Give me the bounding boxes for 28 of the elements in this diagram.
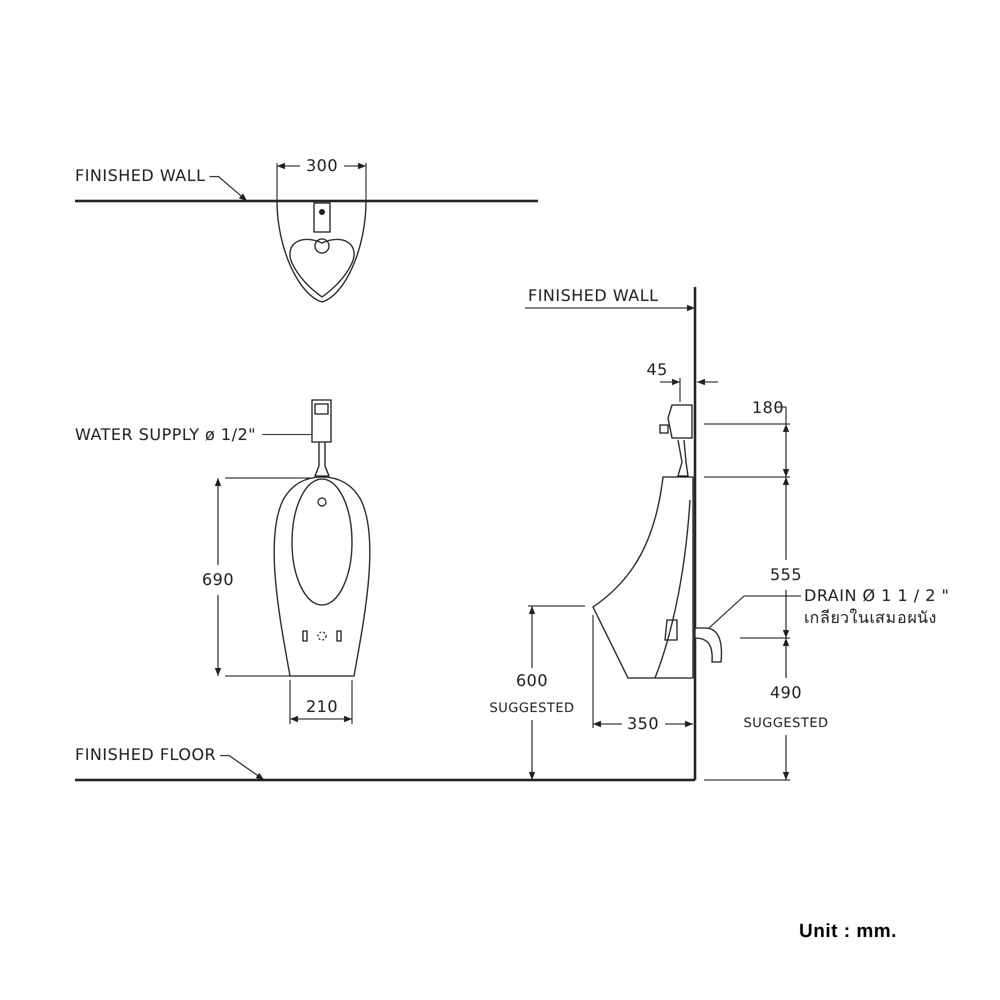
floor-label: FINISHED FLOOR <box>75 744 216 765</box>
dimension-value: 45 <box>646 360 668 380</box>
wall-line <box>75 200 538 202</box>
dimension-value: 180 <box>752 398 784 418</box>
leader-line <box>220 755 264 780</box>
drain-label: DRAIN Ø 1 1 / 2 " <box>804 585 950 607</box>
dimension-value: 350 <box>627 714 660 734</box>
dimension-value: 490 <box>770 683 802 703</box>
leader-line <box>210 176 248 202</box>
note-text: เกลียวในเสมอผนัง <box>804 607 938 629</box>
leader-line <box>708 595 801 628</box>
dimension-value: 210 <box>306 697 338 717</box>
note-text: SUGGESTED <box>744 715 829 733</box>
dimension-value: 300 <box>306 156 338 176</box>
leader-line <box>525 304 695 312</box>
note-text: SUGGESTED <box>490 700 575 718</box>
dimension-value: 555 <box>770 565 802 585</box>
floor-line <box>75 778 695 782</box>
wall-label: FINISHED WALL <box>75 165 206 186</box>
drain-pipe-drawing <box>694 627 722 663</box>
water-supply-label: WATER SUPPLY ø 1/2" <box>75 424 256 445</box>
flush-valve-drawing <box>311 399 332 477</box>
dimension-value: 690 <box>202 570 234 590</box>
wall-label: FINISHED WALL <box>528 285 659 306</box>
dimension-value: 600 <box>516 671 548 691</box>
unit-note: Unit : mm. <box>799 922 897 942</box>
leader-line <box>262 434 312 436</box>
wall-line <box>694 287 696 780</box>
